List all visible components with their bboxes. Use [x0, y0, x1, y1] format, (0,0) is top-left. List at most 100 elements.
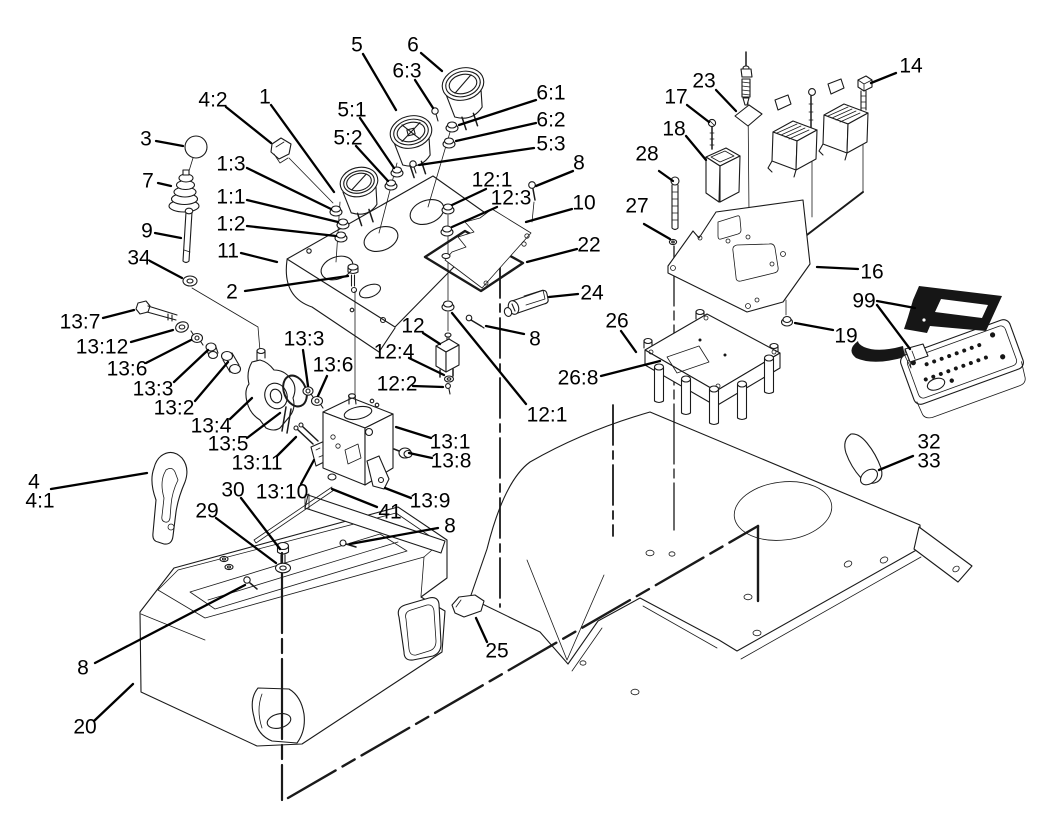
callout-10: 10	[572, 191, 596, 215]
leader-99	[875, 299, 917, 310]
callout-13-3b: 13:3	[283, 327, 325, 351]
leader-13-6a	[144, 338, 193, 365]
leader-13-2	[193, 360, 230, 403]
callout-16: 16	[860, 260, 884, 284]
callout-17: 17	[664, 85, 688, 109]
callout-9: 9	[141, 219, 153, 243]
callout-25: 25	[485, 639, 509, 663]
part-gauge-1	[339, 166, 379, 227]
callout-12-1a: 12:1	[471, 168, 513, 192]
callout-12-2: 12:2	[376, 372, 418, 396]
part-nuts-12	[440, 203, 455, 312]
callout-4: 4	[28, 470, 40, 494]
part-gauge-5	[389, 115, 433, 179]
leader-18	[684, 134, 708, 162]
callout-13-12: 13:12	[75, 335, 129, 359]
callout-1-3: 1:3	[216, 152, 246, 176]
callout-13-5: 13:5	[207, 432, 249, 456]
leader-3	[154, 139, 185, 148]
callout-29: 29	[195, 499, 219, 523]
part-ecu-26	[643, 308, 781, 426]
callout-5-1: 5:1	[337, 98, 367, 122]
part-boot-7	[168, 169, 200, 213]
leader-28	[657, 169, 675, 183]
callout-22: 22	[577, 233, 601, 257]
callout-32: 32	[917, 430, 941, 454]
callout-23: 23	[692, 69, 716, 93]
callout-13-1: 13:1	[429, 430, 471, 454]
callout-19: 19	[834, 324, 858, 348]
part-sensor-23	[734, 51, 763, 127]
part-screw-17	[707, 118, 717, 150]
leader-8b	[484, 324, 526, 336]
callout-13-10: 13:10	[255, 480, 309, 504]
leader-13-11	[275, 435, 298, 458]
part-switch-12	[435, 332, 460, 395]
leader-12-1a	[450, 187, 488, 207]
part-screw-mid	[808, 88, 816, 134]
callout-8b: 8	[529, 327, 541, 351]
part-knob-ball-3	[184, 135, 208, 172]
leader-13-1	[394, 425, 433, 440]
leader-99	[875, 303, 912, 351]
leader-13-12	[129, 328, 175, 344]
leader-33	[877, 454, 915, 472]
part-rod-9	[182, 207, 194, 264]
callout-13-4: 13:4	[190, 414, 232, 438]
callout-5-3: 5:3	[536, 132, 566, 156]
leader-23	[714, 88, 738, 113]
leader-4-1	[49, 471, 149, 491]
callout-13-6b: 13:6	[312, 353, 354, 377]
part-bolt-28	[670, 176, 680, 231]
part-screw-8-plate	[465, 314, 485, 329]
callout-6-3: 6:3	[392, 59, 422, 83]
leader-30	[239, 496, 282, 551]
leader-19	[793, 321, 835, 332]
callout-99: 99	[852, 289, 876, 313]
callout-12-4: 12:4	[373, 340, 415, 364]
part-washer-27	[668, 238, 678, 246]
part-plate-10	[444, 208, 532, 289]
callout-7: 7	[142, 169, 154, 193]
part-control-box-13-1	[253, 393, 413, 544]
callout-13-3a: 13:3	[132, 377, 174, 401]
callout-24: 24	[580, 281, 604, 305]
leader-27	[642, 222, 672, 241]
leader-20	[92, 682, 135, 723]
callout-13-9: 13:9	[409, 489, 451, 513]
leader-11	[239, 251, 279, 264]
leader-12-4	[407, 356, 446, 377]
callout-1-1: 1:1	[216, 185, 246, 209]
callout-1-2: 1:2	[216, 212, 246, 236]
callout-6-2: 6:2	[536, 108, 566, 132]
callout-8d: 8	[77, 656, 89, 680]
callout-13-2: 13:2	[153, 396, 195, 420]
callout-30: 30	[221, 478, 245, 502]
callout-8a: 8	[573, 151, 585, 175]
leader-22	[525, 247, 579, 264]
callout-2: 2	[226, 280, 238, 304]
leader-26-8	[599, 359, 662, 378]
leader-13-3a	[172, 348, 210, 384]
leader-6-3	[413, 78, 435, 110]
leader-13-4	[228, 396, 254, 421]
leader-5	[361, 52, 398, 112]
leader-2	[243, 274, 350, 293]
leader-5-1	[358, 116, 396, 170]
callout-14: 14	[899, 54, 923, 78]
part-fuse-holder-18	[705, 147, 741, 203]
part-lever-assembly	[135, 300, 333, 467]
callout-26: 26	[605, 309, 629, 333]
leader-6-1	[457, 98, 538, 127]
leader-41	[330, 487, 379, 509]
callout-28: 28	[635, 142, 659, 166]
leader-5-2	[354, 144, 390, 183]
leader-6	[419, 51, 444, 73]
leader-13-5	[245, 411, 282, 440]
callout-6-1: 6:1	[536, 81, 566, 105]
leader-13-10	[299, 458, 316, 486]
leader-12	[421, 331, 442, 346]
leader-1-1	[245, 198, 340, 224]
